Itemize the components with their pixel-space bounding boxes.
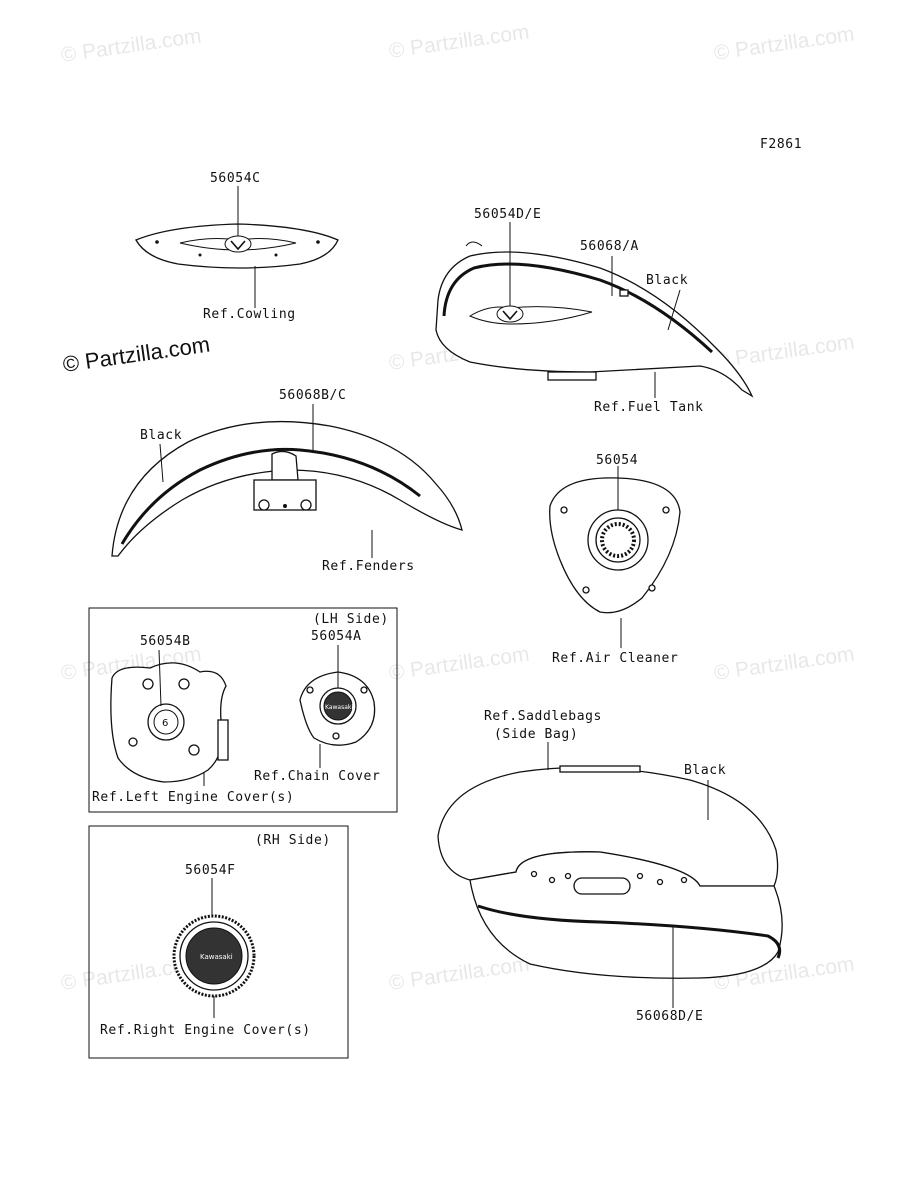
chain-cover-part-number: 56054A <box>311 629 362 644</box>
cowling-part <box>135 223 339 269</box>
chain-cover-part: Kawasaki <box>299 671 376 746</box>
figure-code: F2861 <box>760 137 802 152</box>
saddlebag-ref-label: Ref.Saddlebags <box>484 709 602 724</box>
watermark: © Partzilla.com <box>387 20 530 62</box>
lh-side-title: (LH Side) <box>313 612 389 627</box>
air-cleaner-part-number: 56054 <box>596 453 638 468</box>
watermark: © Partzilla.com <box>712 22 855 64</box>
svg-text:Kawasaki: Kawasaki <box>200 953 233 961</box>
watermark: © Partzilla.com <box>387 642 530 684</box>
leader-line <box>159 443 164 483</box>
left-cover-part-number: 56054B <box>140 634 191 649</box>
fender-color-label: Black <box>140 428 182 443</box>
leader-line <box>158 649 162 707</box>
chain-cover-ref-label: Ref.Chain Cover <box>254 769 380 784</box>
right-cover-part-number: 56054F <box>185 863 236 878</box>
fender-part <box>111 420 463 557</box>
air-cleaner-ref-label: Ref.Air Cleaner <box>552 651 678 666</box>
fender-ref-label: Ref.Fenders <box>322 559 415 574</box>
right-cover-ref-label: Ref.Right Engine Cover(s) <box>100 1023 311 1038</box>
left-cover-ref-label: Ref.Left Engine Cover(s) <box>92 790 294 805</box>
svg-text:6: 6 <box>162 718 168 729</box>
air-cleaner-part <box>549 477 681 614</box>
watermark-strong: © Partzilla.com <box>61 332 211 377</box>
tank-part-number: 56054D/E <box>474 207 541 222</box>
cowling-part-number: 56054C <box>210 171 261 186</box>
tank-ref-label: Ref.Fuel Tank <box>594 400 704 415</box>
rh-side-box <box>88 825 349 1059</box>
watermark: © Partzilla.com <box>712 642 855 684</box>
watermark: © Partzilla.com <box>712 330 855 372</box>
tank-stripe-part-number: 56068/A <box>580 239 639 254</box>
fuel-tank-part <box>435 241 754 398</box>
watermark: © Partzilla.com <box>59 24 202 66</box>
fender-part-number: 56068B/C <box>279 388 346 403</box>
saddlebag-color-label: Black <box>684 763 726 778</box>
svg-text:Kawasaki: Kawasaki <box>325 704 353 711</box>
leader-line <box>667 289 681 331</box>
left-engine-cover-part: 6 <box>110 662 229 783</box>
saddlebag-part-number: 56068D/E <box>636 1009 703 1024</box>
rh-side-title: (RH Side) <box>255 833 331 848</box>
tank-color-label: Black <box>646 273 688 288</box>
saddlebag-sub-label: (Side Bag) <box>494 727 578 742</box>
lh-side-box <box>88 607 398 813</box>
cowling-ref-label: Ref.Cowling <box>203 307 296 322</box>
right-engine-cover-part: Kawasaki <box>172 914 256 998</box>
watermark: © Partzilla.com <box>387 952 530 994</box>
saddlebag-part <box>437 765 783 979</box>
